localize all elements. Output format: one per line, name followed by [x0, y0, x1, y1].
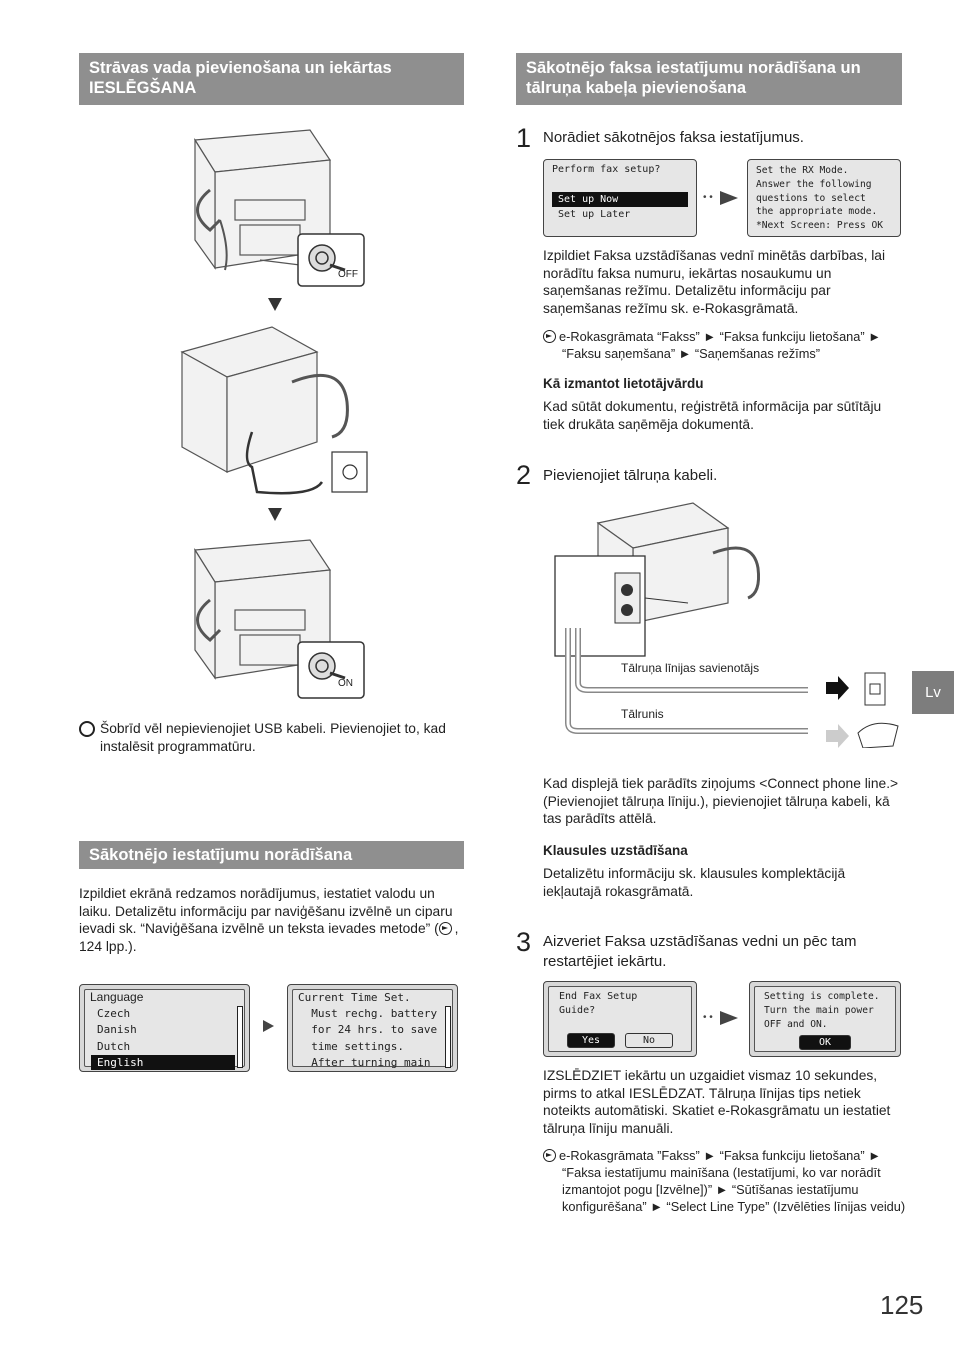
time-screen-line: Current Time Set.	[298, 991, 411, 1004]
initial-settings-body: Izpildiet ekrānā redzamos norādījumus, i…	[79, 885, 464, 955]
fax-setup-option-selected[interactable]: Set up Now	[552, 192, 688, 207]
setting-complete-line: Setting is complete.	[764, 991, 880, 1002]
step1-reference: e-Rokasgrāmata “Fakss” ► “Faksa funkciju…	[543, 328, 922, 362]
time-screen-line: time settings.	[298, 1040, 404, 1053]
initial-settings-body-text: Izpildiet ekrānā redzamos norādījumus, i…	[79, 886, 453, 936]
step1-reference-text: e-Rokasgrāmata “Fakss” ► “Faksa funkciju…	[559, 329, 881, 361]
down-arrow-icon	[268, 508, 282, 521]
end-fax-setup-inner: End Fax Setup Guide? Yes No	[548, 986, 692, 1052]
language-item-selected[interactable]: English	[91, 1055, 235, 1070]
time-screen-line: Must rechg. battery	[298, 1007, 438, 1020]
step2-title: Pievienojiet tālruņa kabeli.	[543, 467, 718, 484]
no-button[interactable]: No	[625, 1033, 673, 1048]
rx-mode-line: *Next Screen: Press OK	[756, 220, 884, 231]
language-screen-title: Language	[90, 990, 144, 1004]
page-number: 125	[880, 1290, 924, 1320]
setting-complete-inner: Setting is complete. Turn the main power…	[754, 986, 896, 1052]
fax-setup-option[interactable]: Set up Later	[558, 209, 631, 220]
rx-mode-line: Answer the following	[756, 179, 872, 190]
step3-reference-text: e-Rokasgrāmata ”Fakss” ► “Faksa funkciju…	[559, 1148, 906, 1214]
line-connector-label: Tālruņa līnijas savienotājs	[621, 661, 760, 675]
next-arrow-icon	[720, 1011, 738, 1025]
dots-icon: • •	[703, 1012, 713, 1023]
language-item[interactable]: Dutch	[97, 1040, 131, 1053]
step1-body: Izpildiet Faksa uzstādīšanas vednī minēt…	[543, 248, 886, 316]
reference-icon	[543, 1149, 556, 1162]
step1-subbody: Kad sūtāt dokumentu, reģistrētā informāc…	[543, 399, 882, 432]
language-item[interactable]: Danish	[97, 1023, 137, 1036]
step2-subbody: Detalizētu informāciju sk. klausules kom…	[543, 866, 846, 899]
step-number: 2	[516, 460, 532, 490]
step3-body: IZSLĒDZIET iekārtu un uzgaidiet vismaz 1…	[543, 1068, 891, 1136]
dots-icon: • •	[703, 192, 713, 203]
initial-settings-body-end: , 124 lpp.).	[79, 921, 459, 954]
step1-subtitle: Kā izmantot lietotājvārdu	[543, 376, 704, 391]
section-title-power-text: Strāvas vada pievienošana un iekārtas IE…	[89, 59, 392, 97]
step-number: 1	[516, 123, 532, 153]
setting-complete-screen: Setting is complete. Turn the main power…	[749, 981, 901, 1057]
time-screen-inner: Current Time Set. Must rechg. battery fo…	[292, 989, 453, 1069]
on-label: ON	[338, 678, 353, 689]
next-arrow-icon	[263, 1020, 274, 1032]
section-title-fax: Sākotnējo faksa iestatījumu norādīšana u…	[516, 53, 902, 105]
language-item[interactable]: Czech	[97, 1007, 131, 1020]
step2-body: Kad displejā tiek parādīts ziņojums <Con…	[543, 776, 899, 826]
usb-note: Šobrīd vēl nepievienojiet USB kabeli. Pi…	[100, 721, 446, 754]
scrollbar[interactable]	[237, 1006, 243, 1068]
time-screen-line: for 24 hrs. to save	[298, 1023, 438, 1036]
end-fax-setup-screen: End Fax Setup Guide? Yes No	[543, 981, 697, 1057]
scrollbar[interactable]	[445, 1006, 451, 1068]
time-screen: Current Time Set. Must rechg. battery fo…	[287, 984, 458, 1072]
language-screen: Language Czech Danish Dutch English	[79, 984, 250, 1072]
ok-button[interactable]: OK	[799, 1035, 851, 1050]
note-icon	[79, 721, 95, 737]
step3-reference: e-Rokasgrāmata ”Fakss” ► “Faksa funkciju…	[543, 1147, 922, 1215]
phone-label: Tālrunis	[621, 707, 664, 721]
language-screen-inner: Language Czech Danish Dutch English	[84, 989, 245, 1070]
yes-button[interactable]: Yes	[567, 1033, 615, 1048]
step-number: 3	[516, 927, 532, 957]
section-title-initial-settings: Sākotnējo iestatījumu norādīšana	[79, 841, 464, 869]
time-screen-line: After turning main	[298, 1056, 431, 1069]
step2-subtitle: Klausules uzstādīšana	[543, 843, 688, 858]
fax-setup-screen: Perform fax setup? Set up Now Set up Lat…	[543, 159, 697, 237]
next-arrow-icon	[720, 191, 738, 205]
rx-mode-line: Set the RX Mode.	[756, 165, 849, 176]
setting-complete-line: OFF and ON.	[764, 1019, 828, 1030]
end-fax-line: End Fax Setup	[559, 991, 638, 1002]
setting-complete-line: Turn the main power	[764, 1005, 874, 1016]
reference-icon	[543, 330, 556, 343]
language-tab: Lv	[912, 671, 954, 714]
printer-illustration-on	[193, 539, 365, 699]
rx-mode-line: the appropriate mode.	[756, 206, 878, 217]
down-arrow-icon	[268, 298, 282, 311]
section-title-fax-text: Sākotnējo faksa iestatījumu norādīšana u…	[526, 59, 861, 97]
section-title-power: Strāvas vada pievienošana un iekārtas IE…	[79, 53, 464, 105]
reference-icon	[438, 922, 452, 935]
off-label: OFF	[338, 269, 358, 280]
rx-mode-line: questions to select	[756, 193, 866, 204]
end-fax-line: Guide?	[559, 1005, 596, 1016]
printer-illustration-off	[193, 129, 365, 287]
step1-title: Norādiet sākotnējos faksa iestatījumus.	[543, 129, 804, 146]
phone-cable-illustration	[554, 502, 899, 748]
fax-setup-title: Perform fax setup?	[552, 164, 661, 175]
step3-title: Aizveriet Faksa uzstādīšanas vedni un pē…	[543, 933, 857, 970]
section-title-initial-settings-text: Sākotnējo iestatījumu norādīšana	[89, 846, 353, 864]
printer-illustration-back	[180, 326, 368, 495]
rx-mode-screen: Set the RX Mode. Answer the following qu…	[747, 159, 901, 237]
